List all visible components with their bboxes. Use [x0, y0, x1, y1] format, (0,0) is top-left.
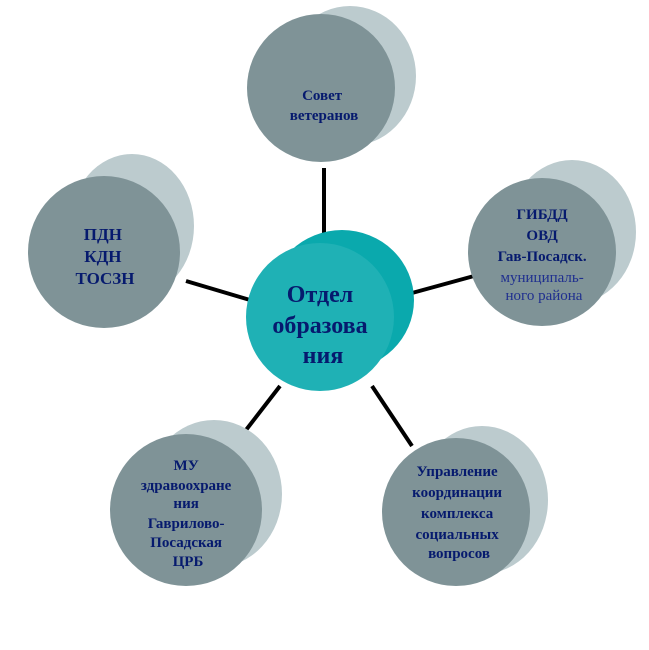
node-pdn: ПДН КДН ТОСЗН [28, 154, 194, 328]
node-gibdd-line: ОВД [526, 228, 558, 244]
node-center-face [246, 243, 394, 391]
node-social-line: координации [412, 485, 502, 501]
node-health-label: МУ здравоохране ния Гаврилово- Посадская… [141, 458, 235, 570]
node-center-line: ния [303, 343, 344, 369]
node-pdn-label: ПДН КДН ТОСЗН [75, 225, 134, 288]
node-health-line: ЦРБ [173, 554, 204, 570]
node-social-line: социальных [415, 527, 499, 543]
connector-social [370, 384, 414, 448]
node-social-line: Управление [417, 464, 499, 480]
node-pdn-face [28, 176, 180, 328]
node-social-line: комплекса [421, 506, 494, 522]
node-health-line: Посадская [150, 535, 222, 551]
node-veterans-line: ветеранов [290, 108, 359, 124]
node-health-face [110, 434, 262, 586]
node-gibdd-line: Гав-Посадск. [498, 249, 587, 265]
node-gibdd-face [468, 178, 616, 326]
node-gibdd-line: ного района [506, 288, 583, 304]
node-gibdd: ГИБДД ОВД Гав-Посадск. муниципаль- ного … [468, 160, 636, 326]
node-veterans: Совет ветеранов [247, 6, 416, 162]
node-gibdd-label: ГИБДД ОВД Гав-Посадск. муниципаль- ного … [498, 207, 591, 304]
node-health-line: здравоохране [141, 478, 232, 494]
node-social: Управление координации комплекса социаль… [382, 426, 548, 586]
node-social-line: вопросов [428, 546, 490, 562]
node-veterans-line: Совет [302, 88, 343, 104]
node-social-label: Управление координации комплекса социаль… [412, 464, 506, 562]
node-pdn-line: КДН [84, 247, 121, 266]
connectors [185, 168, 475, 448]
node-center-line: Отдел [287, 282, 353, 308]
node-gibdd-line: муниципаль- [501, 270, 584, 286]
node-health-line: ния [173, 496, 198, 512]
node-veterans-label: Совет ветеранов [290, 88, 359, 124]
node-center-label: Отдел образова ния [272, 282, 373, 369]
node-pdn-line: ТОСЗН [75, 269, 134, 288]
connector-health [244, 384, 282, 432]
node-health-line: МУ [174, 458, 199, 474]
node-center-line: образова [272, 313, 367, 339]
node-gibdd-line: ГИБДД [517, 207, 569, 223]
node-pdn-line: ПДН [84, 225, 122, 244]
node-health: МУ здравоохране ния Гаврилово- Посадская… [110, 420, 282, 586]
node-social-face [382, 438, 530, 586]
node-veterans-face [247, 14, 395, 162]
connector-gibdd [411, 274, 475, 295]
node-center: Отдел образова ния [246, 230, 414, 391]
connector-pdn [185, 279, 251, 302]
node-health-line: Гаврилово- [148, 516, 225, 532]
